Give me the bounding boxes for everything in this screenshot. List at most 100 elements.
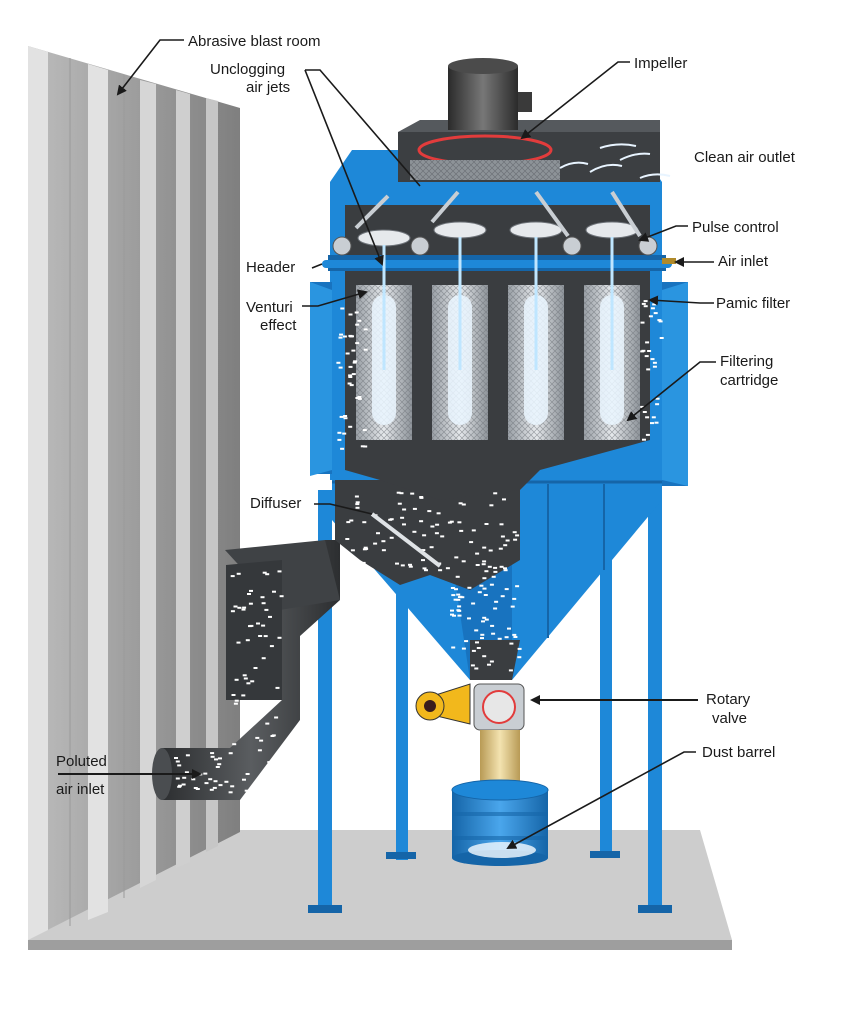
dust-speck — [360, 445, 365, 448]
dust-speck — [490, 624, 495, 627]
dust-speck — [178, 784, 182, 787]
dust-speck — [257, 749, 262, 752]
dust-speck — [352, 361, 357, 364]
dust-speck — [436, 512, 441, 515]
dust-speck — [355, 506, 360, 509]
dust-speck — [232, 743, 237, 746]
discharge-chute — [480, 730, 520, 788]
dust-speck — [474, 667, 479, 670]
dust-speck — [640, 321, 645, 324]
dust-speck — [279, 595, 284, 598]
dust-speck — [362, 521, 367, 524]
dust-speck — [348, 365, 353, 368]
dust-speck — [493, 570, 498, 573]
dust-speck — [502, 498, 506, 501]
dust-speck — [363, 445, 368, 448]
label-abrasive-blast-room: Abrasive blast room — [188, 33, 321, 50]
dust-speck — [503, 567, 507, 570]
dust-speck — [337, 431, 342, 434]
dust-speck — [261, 624, 266, 627]
dust-speck — [215, 766, 220, 768]
dust-speck — [659, 337, 664, 339]
dust-speck — [191, 778, 196, 781]
dust-speck — [354, 495, 359, 498]
dust-speck — [489, 660, 494, 663]
dust-speck — [269, 645, 274, 648]
dust-speck — [364, 547, 369, 550]
dust-speck — [475, 641, 479, 644]
dust-speck — [461, 647, 466, 650]
dust-speck — [457, 605, 462, 608]
dust-speck — [421, 549, 426, 552]
dust-speck — [454, 588, 458, 591]
dust-speck — [475, 552, 480, 555]
dust-speck — [484, 570, 489, 573]
dust-speck — [209, 788, 214, 791]
label-unclogging-air-jets-line1: Unclogging — [210, 61, 285, 78]
dust-speck — [645, 341, 650, 344]
dust-speck — [230, 610, 235, 613]
dust-speck — [236, 641, 241, 644]
dust-speck — [355, 342, 360, 345]
dust-speck — [261, 657, 266, 660]
dust-speck — [336, 361, 341, 364]
dust-speck — [376, 532, 380, 535]
dust-speck — [263, 635, 268, 638]
dust-speck — [363, 328, 368, 331]
dust-speck — [243, 677, 248, 680]
dust-speck — [345, 538, 350, 540]
dust-speck — [184, 771, 189, 774]
dust-speck — [498, 547, 503, 550]
dust-speck — [208, 778, 213, 781]
dust-speck — [348, 313, 353, 316]
dust-speck — [234, 678, 239, 681]
dust-speck — [210, 752, 215, 755]
dust-speck — [175, 777, 180, 780]
dust-speck — [515, 585, 520, 588]
dust-speck — [658, 320, 663, 323]
dust-speck — [412, 530, 417, 533]
dust-speck — [652, 303, 657, 306]
dust-speck — [456, 593, 461, 596]
label-rotary-valve-line1: Rotary — [706, 691, 751, 708]
dust-speck — [643, 300, 648, 303]
dust-speck — [641, 302, 646, 305]
dust-speck — [340, 447, 345, 450]
dust-speck — [494, 600, 499, 603]
dust-speck — [271, 734, 276, 737]
label-poluted-air-inlet-line1: Poluted — [56, 753, 107, 770]
dust-barrel — [451, 779, 549, 866]
dust-speck — [507, 627, 511, 630]
dust-speck — [203, 772, 208, 775]
dust-speck — [343, 417, 348, 420]
dust-speck — [474, 629, 479, 632]
dust-speck — [438, 569, 443, 572]
dust-speck — [451, 646, 456, 649]
dust-speck — [489, 504, 494, 507]
dust-speck — [654, 421, 659, 424]
polluted-air-duct — [152, 540, 340, 800]
dust-speck — [434, 532, 439, 535]
dust-speck — [248, 625, 252, 628]
dust-speck — [479, 584, 484, 587]
label-header: Header — [246, 259, 295, 276]
dust-speck — [493, 566, 498, 569]
dust-speck — [652, 361, 657, 364]
dust-speck — [450, 613, 454, 616]
dust-speck — [345, 352, 350, 355]
label-unclogging-air-jets-line2: air jets — [246, 79, 290, 96]
dust-speck — [487, 565, 492, 568]
dust-speck — [655, 397, 660, 400]
dust-speck — [488, 549, 493, 552]
dust-speck — [212, 786, 217, 789]
label-filtering-cartridge-line1: Filtering — [720, 353, 773, 370]
dust-speck — [505, 539, 510, 542]
dust-speck — [268, 615, 272, 618]
dust-speck — [503, 544, 508, 547]
dust-speck — [346, 521, 351, 524]
dust-speck — [513, 636, 518, 638]
dust-speck — [422, 567, 427, 570]
dust-speck — [471, 649, 476, 652]
dust-speck — [482, 616, 487, 619]
dust-speck — [482, 546, 487, 549]
